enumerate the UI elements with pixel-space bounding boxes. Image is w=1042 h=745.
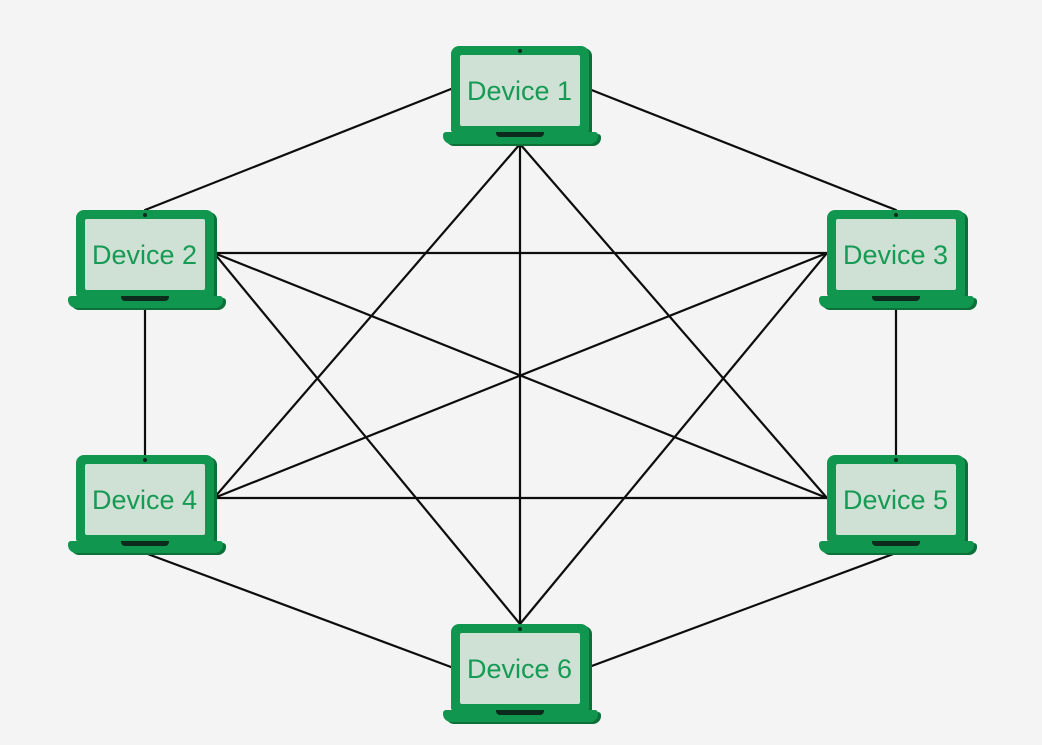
connection-line-device-3-device-6 [518, 251, 829, 626]
laptop-notch-icon [496, 710, 544, 715]
laptop-screen: Device 3 [835, 219, 956, 290]
laptop-base [818, 296, 974, 308]
laptop-notch-icon [121, 296, 169, 301]
node-device-6: Device 6 [442, 624, 598, 722]
laptop-base [818, 541, 974, 553]
laptop-lid: Device 2 [75, 210, 214, 297]
webcam-icon [517, 49, 522, 53]
laptop-notch-icon [872, 296, 920, 301]
laptop-lid: Device 3 [826, 210, 965, 297]
node-device-1: Device 1 [442, 46, 598, 144]
laptop-base [442, 710, 598, 722]
laptop-screen: Device 1 [459, 55, 580, 126]
webcam-icon [142, 458, 147, 462]
connection-line-device-4-device-6 [143, 551, 453, 669]
laptop-lid: Device 5 [826, 455, 965, 542]
connection-line-device-2-device-6 [212, 251, 522, 626]
webcam-icon [142, 213, 147, 217]
node-device-4: Device 4 [67, 455, 223, 553]
laptop-base [67, 296, 223, 308]
node-device-2: Device 2 [67, 210, 223, 308]
laptop-lid: Device 1 [450, 46, 589, 133]
laptop-screen: Device 5 [835, 464, 956, 535]
node-device-3: Device 3 [818, 210, 974, 308]
webcam-icon [893, 458, 898, 462]
laptop-notch-icon [496, 132, 544, 137]
laptop-screen: Device 6 [459, 633, 580, 704]
device-label: Device 3 [842, 240, 949, 270]
node-device-5: Device 5 [818, 455, 974, 553]
device-label: Device 5 [842, 485, 949, 515]
device-label: Device 4 [91, 485, 198, 515]
connection-line-device-1-device-2 [143, 87, 453, 212]
laptop-base [442, 132, 598, 144]
laptop-screen: Device 4 [84, 464, 205, 535]
laptop-lid: Device 4 [75, 455, 214, 542]
laptop-notch-icon [872, 541, 920, 546]
webcam-icon [893, 213, 898, 217]
connection-line-device-1-device-5 [518, 142, 829, 500]
device-label: Device 2 [91, 240, 198, 270]
connection-line-device-3-device-4 [212, 251, 829, 500]
device-label: Device 6 [466, 654, 573, 684]
connection-line-device-1-device-4 [212, 142, 522, 500]
device-label: Device 1 [466, 76, 573, 106]
laptop-lid: Device 6 [450, 624, 589, 711]
laptop-notch-icon [121, 541, 169, 546]
laptop-base [67, 541, 223, 553]
webcam-icon [517, 627, 522, 631]
connection-line-device-5-device-6 [587, 551, 898, 669]
connection-line-device-1-device-3 [587, 87, 898, 212]
laptop-screen: Device 2 [84, 219, 205, 290]
